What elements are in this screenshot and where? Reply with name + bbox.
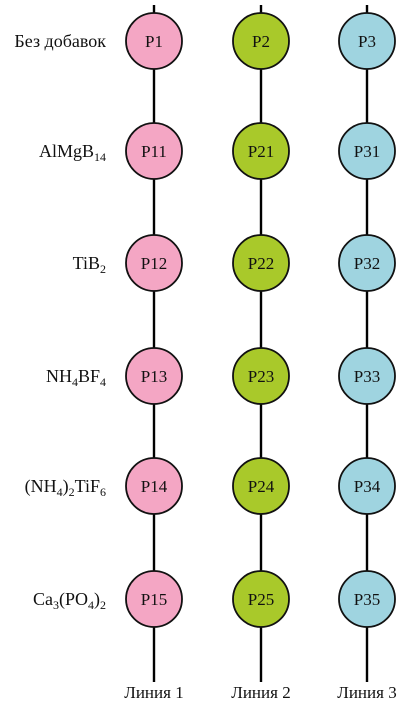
node-label-p13: P13 (141, 367, 167, 386)
node-circle-p1 (125, 12, 183, 70)
node-label-p25: P25 (248, 590, 274, 609)
node-label-p3: P3 (358, 32, 376, 51)
node-label-p31: P31 (354, 142, 380, 161)
node-circle-p25 (232, 570, 290, 628)
node-label-p22: P22 (248, 254, 274, 273)
node-label-p2: P2 (252, 32, 270, 51)
node-circle-p24 (232, 457, 290, 515)
node-circle-p35 (338, 570, 396, 628)
node-circle-p15 (125, 570, 183, 628)
node-label-p34: P34 (354, 477, 381, 496)
node-label-p12: P12 (141, 254, 167, 273)
node-label-p14: P14 (141, 477, 168, 496)
node-circle-p14 (125, 457, 183, 515)
node-label-p35: P35 (354, 590, 380, 609)
row-label-3: TiB2 (72, 253, 106, 276)
line-label-3: Линия 3 (337, 683, 397, 702)
node-circle-p11 (125, 122, 183, 180)
node-circle-p3 (338, 12, 396, 70)
node-circle-p13 (125, 347, 183, 405)
row-label-5: (NH4)2TiF6 (24, 476, 106, 499)
node-circle-p23 (232, 347, 290, 405)
node-circle-p31 (338, 122, 396, 180)
row-label-1: Без добавок (14, 31, 106, 51)
node-label-p1: P1 (145, 32, 163, 51)
node-label-p33: P33 (354, 367, 380, 386)
node-circle-p34 (338, 457, 396, 515)
node-circle-p2 (232, 12, 290, 70)
node-circle-p12 (125, 234, 183, 292)
row-label-2: AlMgB14 (38, 141, 106, 164)
node-label-p32: P32 (354, 254, 380, 273)
row-label-6: Ca3(PO4)2 (32, 589, 106, 612)
node-label-p21: P21 (248, 142, 274, 161)
node-label-p15: P15 (141, 590, 167, 609)
node-label-p24: P24 (248, 477, 275, 496)
row-label-4: NH4BF4 (45, 366, 106, 389)
node-label-p11: P11 (141, 142, 167, 161)
node-circle-p21 (232, 122, 290, 180)
node-circle-p22 (232, 234, 290, 292)
line-label-1: Линия 1 (124, 683, 184, 702)
node-circle-p32 (338, 234, 396, 292)
node-circle-p33 (338, 347, 396, 405)
line-label-2: Линия 2 (231, 683, 291, 702)
node-label-p23: P23 (248, 367, 274, 386)
